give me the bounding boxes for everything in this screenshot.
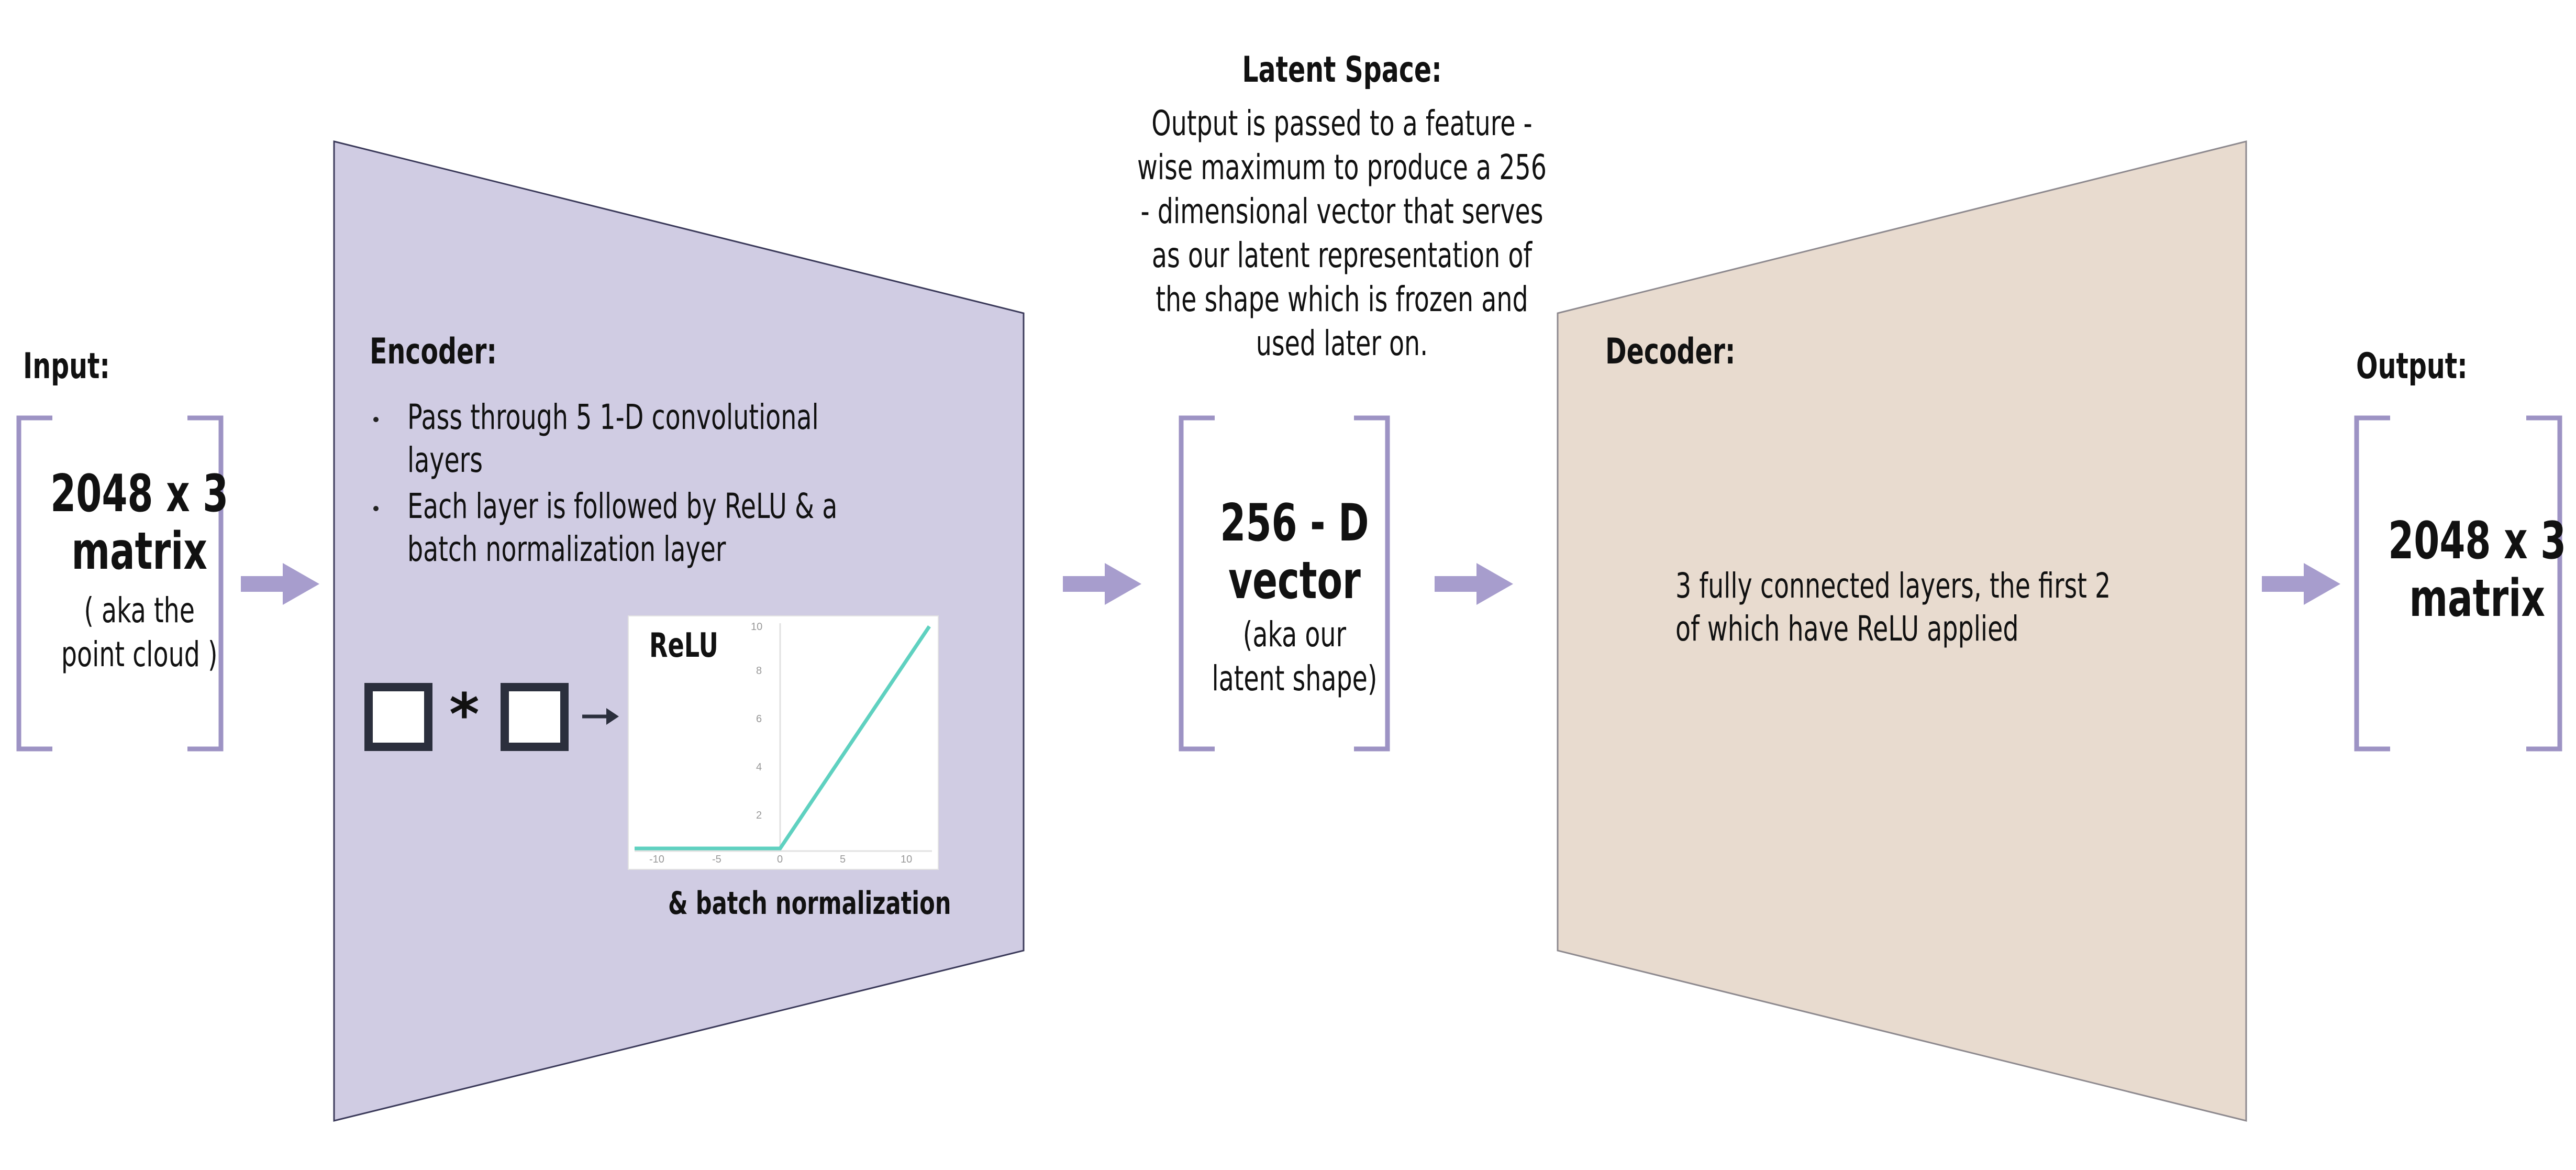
input-bracket bbox=[16, 415, 224, 752]
relu-plot-labels: ReLU -10 -5 0 5 10 2 4 6 8 10 bbox=[628, 616, 938, 869]
latent-desc-line: - dimensional vector that serves bbox=[1140, 191, 1544, 231]
latent-desc-line: as our latent representation of bbox=[1151, 235, 1533, 275]
decoder-block bbox=[1557, 140, 2247, 1122]
input-sub-line2: point cloud ) bbox=[61, 634, 218, 675]
square-icon bbox=[501, 683, 569, 751]
convolution-symbol: * bbox=[449, 681, 480, 748]
relu-curve bbox=[635, 625, 931, 851]
latent-heading: Latent Space: bbox=[1242, 49, 1442, 91]
y-tick-label: 4 bbox=[756, 761, 762, 773]
relu-title: ReLU bbox=[649, 626, 718, 665]
relu-plot bbox=[628, 615, 939, 870]
latent-space-description: Latent Space: Output is passed to a feat… bbox=[1058, 48, 1547, 366]
decoder-desc-line1: 3 fully connected layers, the first 2 bbox=[1675, 566, 2111, 606]
square-icon bbox=[364, 683, 432, 751]
output-heading: Output: bbox=[2356, 346, 2468, 387]
output-main-line2: matrix bbox=[2409, 569, 2545, 628]
x-tick-label: 10 bbox=[901, 854, 913, 865]
latent-sub-line2: latent shape) bbox=[1212, 658, 1378, 699]
arrow-icon bbox=[241, 563, 319, 605]
small-arrow-icon bbox=[582, 708, 619, 725]
batch-normalization-caption: & batch normalization bbox=[668, 885, 951, 922]
x-tick-label: 0 bbox=[777, 854, 783, 865]
input-main-line2: matrix bbox=[71, 522, 207, 581]
arrow-icon bbox=[1435, 563, 1513, 605]
bullet-icon bbox=[373, 417, 379, 422]
latent-vector-label: 256 - D vector (aka our latent shape) bbox=[1180, 494, 1389, 701]
y-tick-label: 8 bbox=[756, 665, 762, 677]
latent-desc-line: Output is passed to a feature - bbox=[1151, 103, 1533, 144]
encoder-bullet-1-line2: layers bbox=[407, 440, 483, 480]
latent-main-line1: 256 - D bbox=[1220, 493, 1369, 553]
output-bracket bbox=[2354, 415, 2562, 752]
input-main-line1: 2048 x 3 bbox=[50, 464, 229, 524]
latent-desc-line: the shape which is frozen and bbox=[1156, 279, 1528, 319]
x-tick-label: 5 bbox=[840, 854, 846, 865]
encoder-bullet-2-line1: Each layer is followed by ReLU & a bbox=[407, 486, 838, 526]
input-sub-line1: ( aka the bbox=[84, 590, 195, 631]
encoder-bullet-2-line2: batch normalization layer bbox=[407, 529, 726, 569]
latent-desc-line: wise maximum to produce a 256 bbox=[1137, 147, 1547, 187]
latent-sub-line1: (aka our bbox=[1242, 614, 1347, 655]
input-matrix-label: 2048 x 3 matrix ( aka the point cloud ) bbox=[16, 464, 229, 677]
y-tick-label: 6 bbox=[756, 713, 762, 725]
encoder-bullet-1-line1: Pass through 5 1-D convolutional bbox=[407, 397, 819, 437]
encoder-heading: Encoder: bbox=[370, 331, 497, 372]
x-tick-label: -10 bbox=[649, 854, 664, 865]
arrow-icon bbox=[1063, 563, 1141, 605]
output-matrix-label: 2048 x 3 matrix bbox=[2353, 511, 2567, 628]
latent-desc-line: used later on. bbox=[1256, 323, 1428, 363]
arrow-icon bbox=[2262, 563, 2340, 605]
bullet-icon bbox=[373, 506, 379, 511]
output-main-line1: 2048 x 3 bbox=[2388, 511, 2567, 571]
y-tick-label: 10 bbox=[751, 621, 763, 633]
y-tick-label: 2 bbox=[756, 810, 762, 821]
x-tick-label: -5 bbox=[712, 854, 721, 865]
decoder-desc-line2: of which have ReLU applied bbox=[1675, 609, 2019, 649]
input-heading: Input: bbox=[23, 346, 110, 387]
decoder-heading: Decoder: bbox=[1605, 331, 1736, 372]
latent-bracket bbox=[1179, 415, 1390, 752]
latent-main-line2: vector bbox=[1228, 551, 1361, 611]
